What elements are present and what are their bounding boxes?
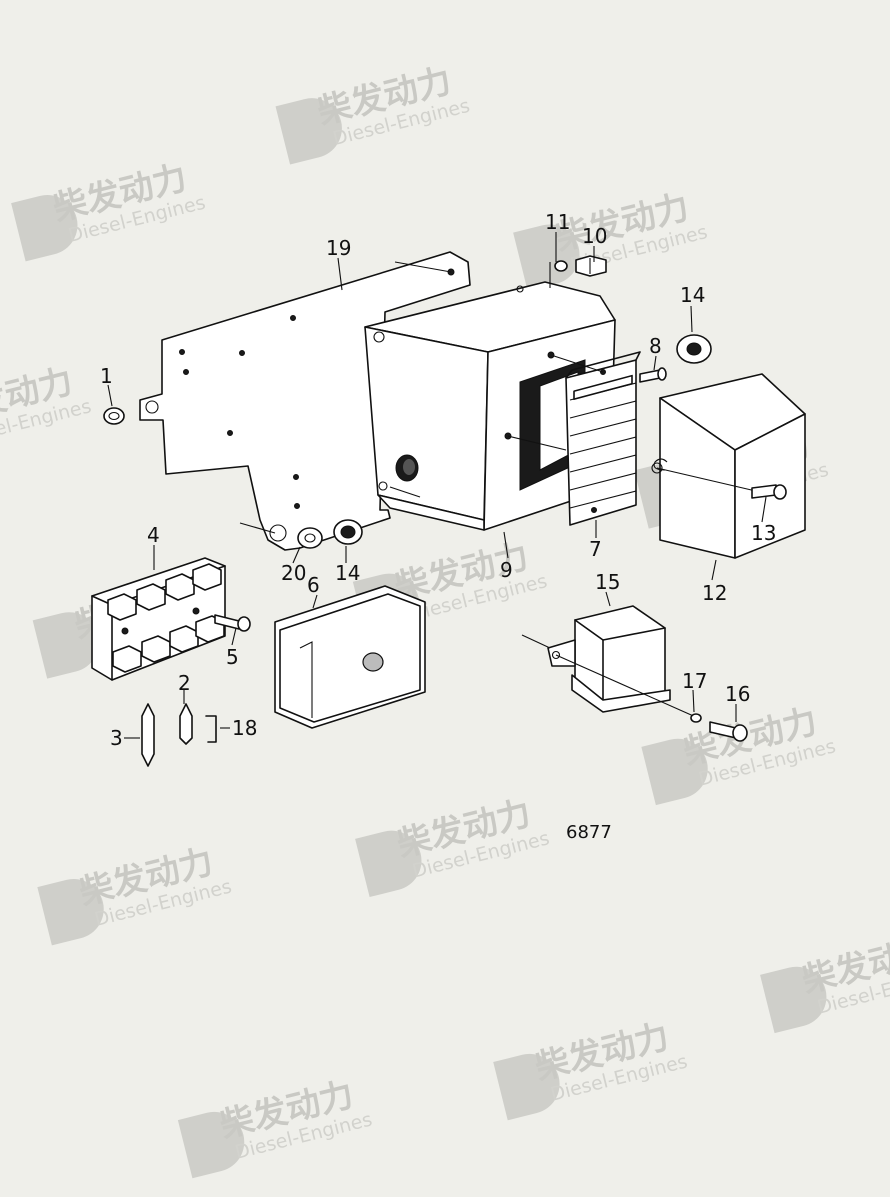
bolt-10-and-washer-11	[549, 255, 607, 288]
callout-16: 16	[725, 682, 750, 706]
watermark: 柴发动力 Diesel-Engines	[37, 842, 234, 946]
callout-14-lower: 14	[335, 561, 360, 585]
callout-11: 11	[545, 210, 570, 234]
watermark-logo-icon	[355, 830, 422, 898]
grommet-lower	[333, 519, 363, 545]
screw-16	[709, 721, 748, 742]
watermark: 柴发动力 Diesel-Engines	[0, 361, 94, 450]
callout-17: 17	[682, 669, 707, 693]
grommet-upper	[676, 334, 712, 364]
callout-3: 3	[110, 726, 123, 750]
callout-15: 15	[595, 570, 620, 594]
callout-18: 18	[232, 716, 257, 740]
watermark-logo-icon	[37, 879, 104, 946]
screw-13	[751, 484, 787, 500]
plate-lug-hole	[145, 400, 159, 414]
callout-14-upper: 14	[680, 283, 705, 307]
watermark: 柴发动力 Diesel-Engines	[641, 701, 838, 806]
watermark-logo-icon	[177, 1111, 245, 1179]
fuse-2	[179, 703, 193, 745]
callout-1: 1	[100, 364, 113, 388]
drawing-number: 6877	[566, 822, 612, 843]
callout-19: 19	[326, 236, 351, 260]
callout-labels: 1 2 3 4 5 6 7 8 9 10 11 12 13 14 14 15 1…	[100, 210, 776, 750]
fuse-box-cover	[274, 585, 426, 729]
watermark-logo-icon	[275, 98, 342, 165]
screw-8	[639, 367, 667, 383]
watermark: 柴发动力 Diesel-Engines	[177, 1075, 374, 1179]
watermark-logo-icon	[513, 224, 580, 291]
washer-17	[690, 713, 702, 723]
callout-7: 7	[589, 537, 602, 561]
callout-4: 4	[147, 523, 160, 547]
clip-18	[205, 715, 217, 743]
terminal-screws-top	[107, 563, 222, 621]
callout-9: 9	[500, 558, 513, 582]
callout-20: 20	[281, 561, 306, 585]
callout-10: 10	[582, 224, 607, 248]
washer-1	[103, 407, 125, 425]
callout-8: 8	[649, 334, 662, 358]
callout-13: 13	[751, 521, 776, 545]
watermark: 柴发动力 Diesel-Engines	[493, 1017, 690, 1121]
washer-20	[297, 527, 323, 549]
terminal-screws-bottom	[112, 615, 225, 673]
watermark-logo-icon	[11, 195, 78, 262]
watermark-logo-icon	[641, 738, 708, 806]
watermark-logo-icon	[760, 966, 827, 1034]
fuse-3	[141, 703, 155, 767]
leader-lines	[107, 232, 767, 739]
callout-2: 2	[178, 671, 191, 695]
cover	[651, 373, 806, 559]
terminal-block	[91, 557, 226, 681]
callout-5: 5	[226, 645, 239, 669]
watermark: 柴发动力 Diesel-Engines	[275, 61, 472, 165]
small-relay	[521, 605, 699, 719]
watermark: 柴发动力 Diesel-Engines	[355, 793, 552, 898]
callout-12: 12	[702, 581, 727, 605]
watermark-logo-icon	[493, 1053, 560, 1121]
screw-5	[214, 614, 251, 632]
plate-lower-hole	[269, 524, 287, 542]
callout-6: 6	[307, 573, 320, 597]
watermark: 柴发动力 Diesel-Engines	[760, 929, 890, 1034]
watermark-logo-icon	[32, 612, 100, 679]
watermark: 柴发动力 Diesel-Engines	[513, 187, 710, 291]
relay-board	[504, 351, 641, 526]
watermark: 柴发动力 Diesel-Engines	[11, 158, 208, 262]
mounting-plate	[139, 251, 471, 551]
